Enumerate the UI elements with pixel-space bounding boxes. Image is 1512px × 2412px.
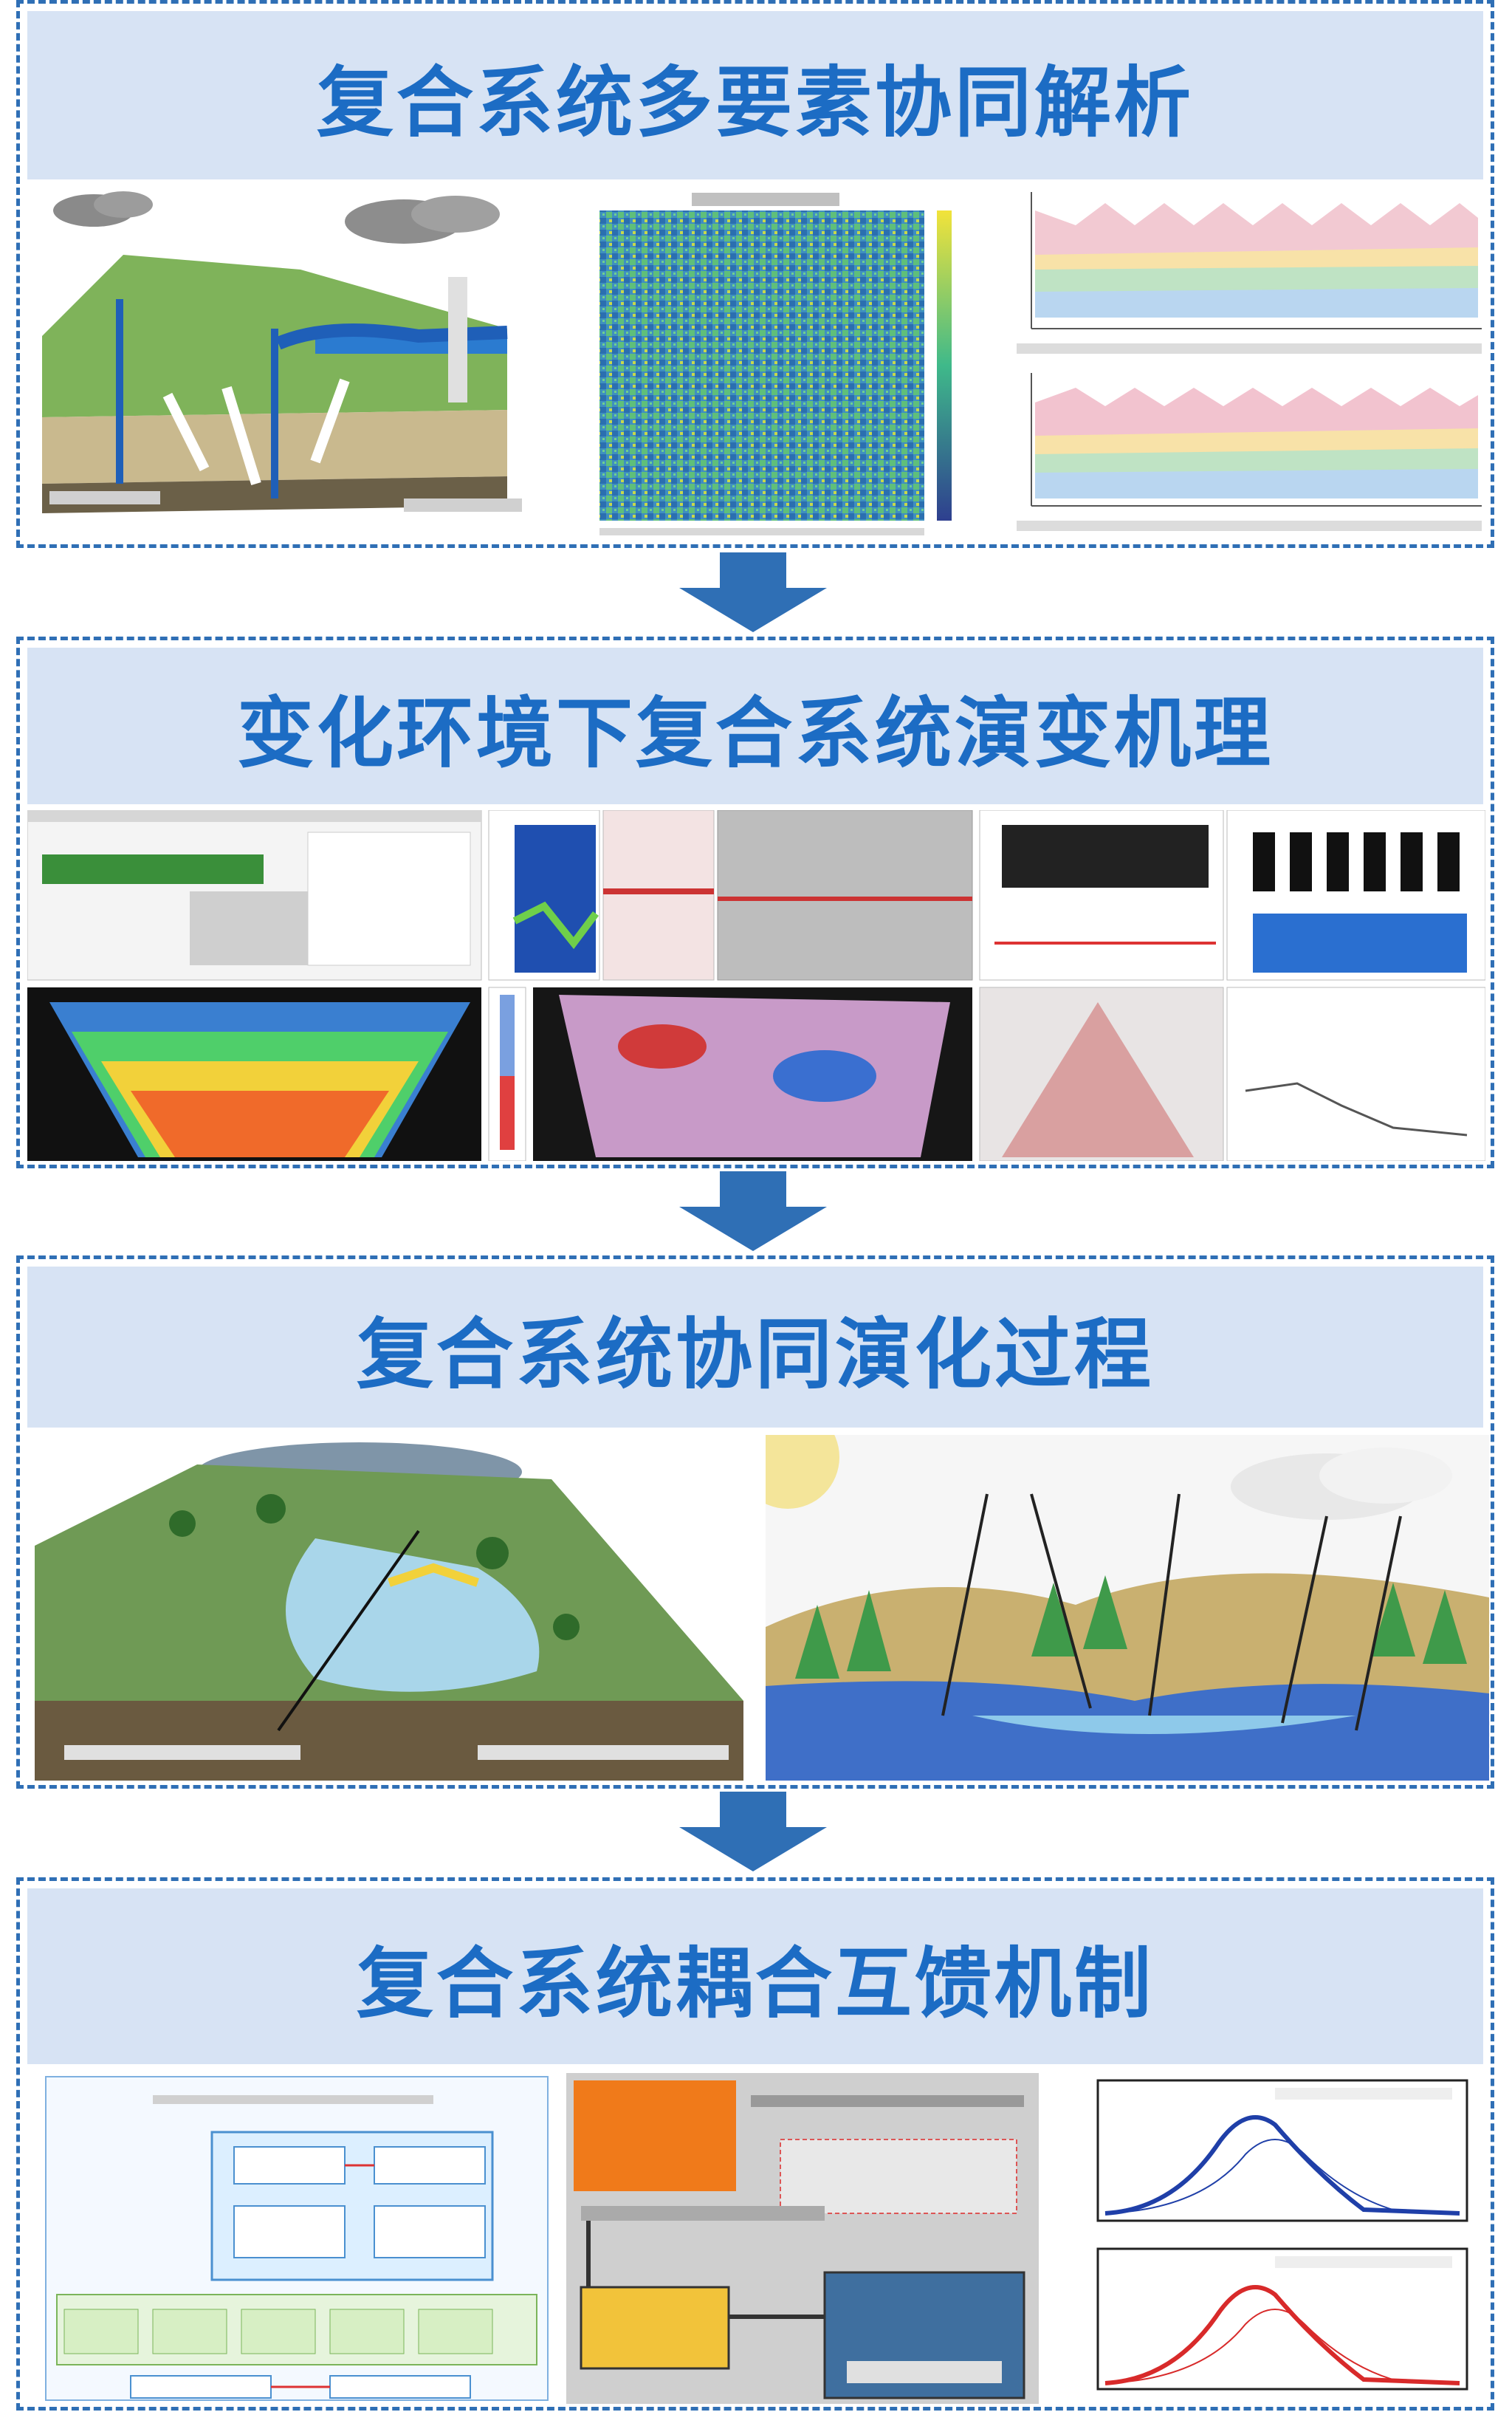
tree-icon	[256, 1494, 286, 1524]
software-screenshot-collage	[27, 810, 1485, 1161]
panel-title: 复合系统多要素协同解析	[316, 57, 1194, 148]
panel-coupling-feedback: 复合系统耦合互馈机制	[16, 1877, 1494, 2411]
tree-icon	[1423, 1590, 1467, 1664]
tree-icon	[553, 1614, 580, 1640]
panel-title: 变化环境下复合系统演变机理	[236, 688, 1274, 778]
tree-icon	[1083, 1575, 1127, 1649]
down-arrow-icon	[668, 1792, 838, 1873]
water-cycle-illustration	[766, 1435, 1489, 1781]
panel-header: 变化环境下复合系统演变机理	[27, 648, 1483, 804]
panel-header: 复合系统耦合互馈机制	[27, 1888, 1483, 2064]
time-series-wave-plots	[994, 181, 1489, 543]
panel-co-evolution-process: 复合系统协同演化过程	[16, 1255, 1494, 1789]
cloud-icon	[1231, 1447, 1452, 1520]
tree-icon	[847, 1590, 891, 1671]
spatial-heatmap	[559, 188, 980, 543]
tree-icon	[476, 1537, 509, 1569]
distribution-curves	[1054, 2073, 1489, 2404]
tree-icon	[169, 1510, 196, 1537]
control-system-diagram	[566, 2073, 1039, 2404]
panel-title: 复合系统协同演化过程	[356, 1309, 1154, 1399]
sun-icon	[766, 1435, 839, 1509]
panel-title: 复合系统耦合互馈机制	[356, 1938, 1154, 2029]
hydrogeology-block-diagram	[35, 188, 544, 535]
panel-multi-element-analysis: 复合系统多要素协同解析	[16, 0, 1494, 548]
panel-evolution-mechanism: 变化环境下复合系统演变机理	[16, 637, 1494, 1168]
panel-header: 复合系统协同演化过程	[27, 1267, 1483, 1428]
feedback-flowchart	[42, 2073, 551, 2404]
down-arrow-icon	[668, 552, 838, 634]
tree-icon	[1031, 1583, 1076, 1656]
panel-header: 复合系统多要素协同解析	[27, 11, 1483, 179]
watershed-landscape-block	[35, 1435, 758, 1781]
cloud-icon	[53, 191, 500, 244]
tree-icon	[1371, 1583, 1415, 1656]
tree-icon	[795, 1605, 839, 1679]
down-arrow-icon	[668, 1171, 838, 1253]
